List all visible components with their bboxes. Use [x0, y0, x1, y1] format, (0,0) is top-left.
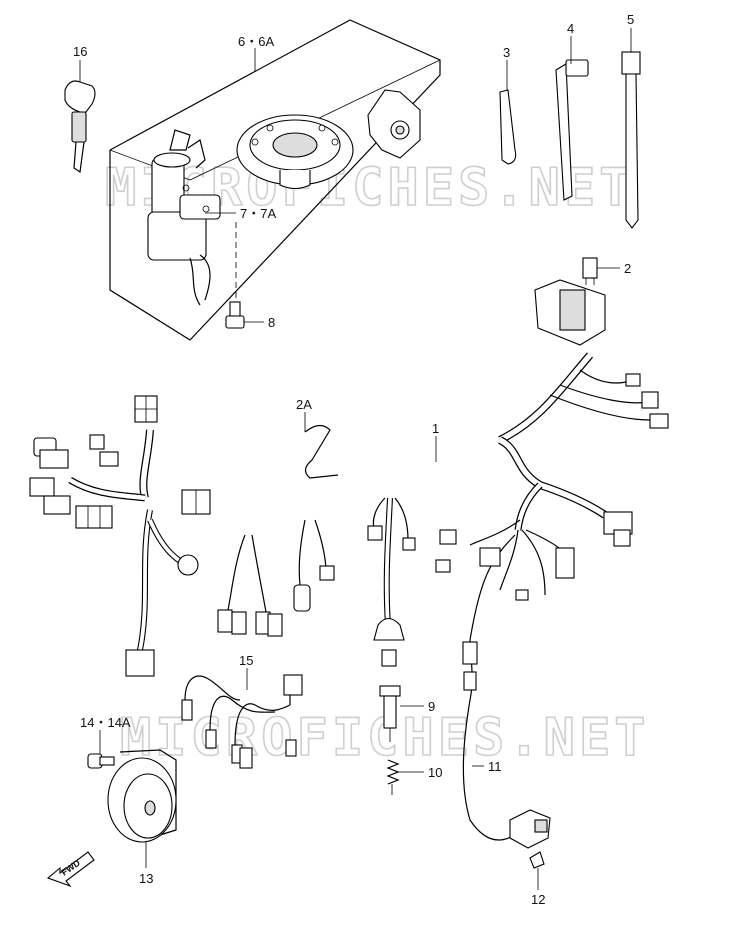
clamp-band — [555, 59, 589, 201]
callout-1: 1 — [432, 421, 439, 436]
connector-left-round — [33, 437, 69, 469]
neutral-switch — [379, 685, 401, 742]
grommet — [373, 617, 405, 667]
callout-16: 16 — [73, 44, 87, 59]
connector-left-round-2 — [177, 554, 199, 576]
cable-tie — [621, 51, 641, 229]
fwd-arrow-icon: FWD — [46, 851, 95, 888]
horn-lead — [181, 674, 303, 769]
callout-2a: 2A — [296, 397, 312, 412]
key — [64, 80, 96, 174]
side-stand-switch — [509, 809, 551, 869]
callout-5: 5 — [627, 12, 634, 27]
connector-left-b — [29, 477, 113, 529]
connector-right-c — [435, 529, 575, 601]
bolt — [225, 301, 245, 329]
horn — [107, 749, 177, 843]
callout-14-14a: 14・14A — [80, 715, 131, 730]
connector-left-a — [89, 434, 119, 467]
callout-11: 11 — [488, 759, 502, 774]
seat-lock — [367, 89, 421, 159]
callout-3: 3 — [503, 45, 510, 60]
connector-right-b — [603, 511, 633, 547]
fuse — [582, 257, 598, 285]
callout-13: 13 — [139, 871, 153, 886]
callout-9: 9 — [428, 699, 435, 714]
callout-12: 12 — [531, 892, 545, 907]
callout-15: 15 — [239, 653, 253, 668]
lead-wire — [462, 639, 521, 841]
connector-left-c — [181, 489, 211, 515]
callout-4: 4 — [567, 21, 574, 36]
fuel-cap — [236, 114, 354, 190]
callout-10: 10 — [428, 765, 442, 780]
clamp — [499, 89, 517, 165]
connector-left-bottom — [125, 649, 155, 677]
ignition-switch — [147, 129, 221, 306]
callout-8: 8 — [268, 315, 275, 330]
connector-center-a — [217, 609, 283, 637]
callout-6-6a: 6・6A — [238, 34, 274, 49]
main-harness — [68, 352, 651, 651]
connector-right-a — [625, 373, 669, 429]
callout-2: 2 — [624, 261, 631, 276]
connector-center-c — [367, 525, 416, 551]
fuse-box — [534, 279, 606, 346]
connector-left-top — [134, 395, 158, 423]
connector-center-b — [293, 565, 335, 612]
harness-clip — [304, 424, 339, 479]
leader-lines — [79, 28, 632, 890]
horn-bolt — [87, 753, 115, 769]
callout-7-7a: 7・7A — [240, 206, 276, 221]
